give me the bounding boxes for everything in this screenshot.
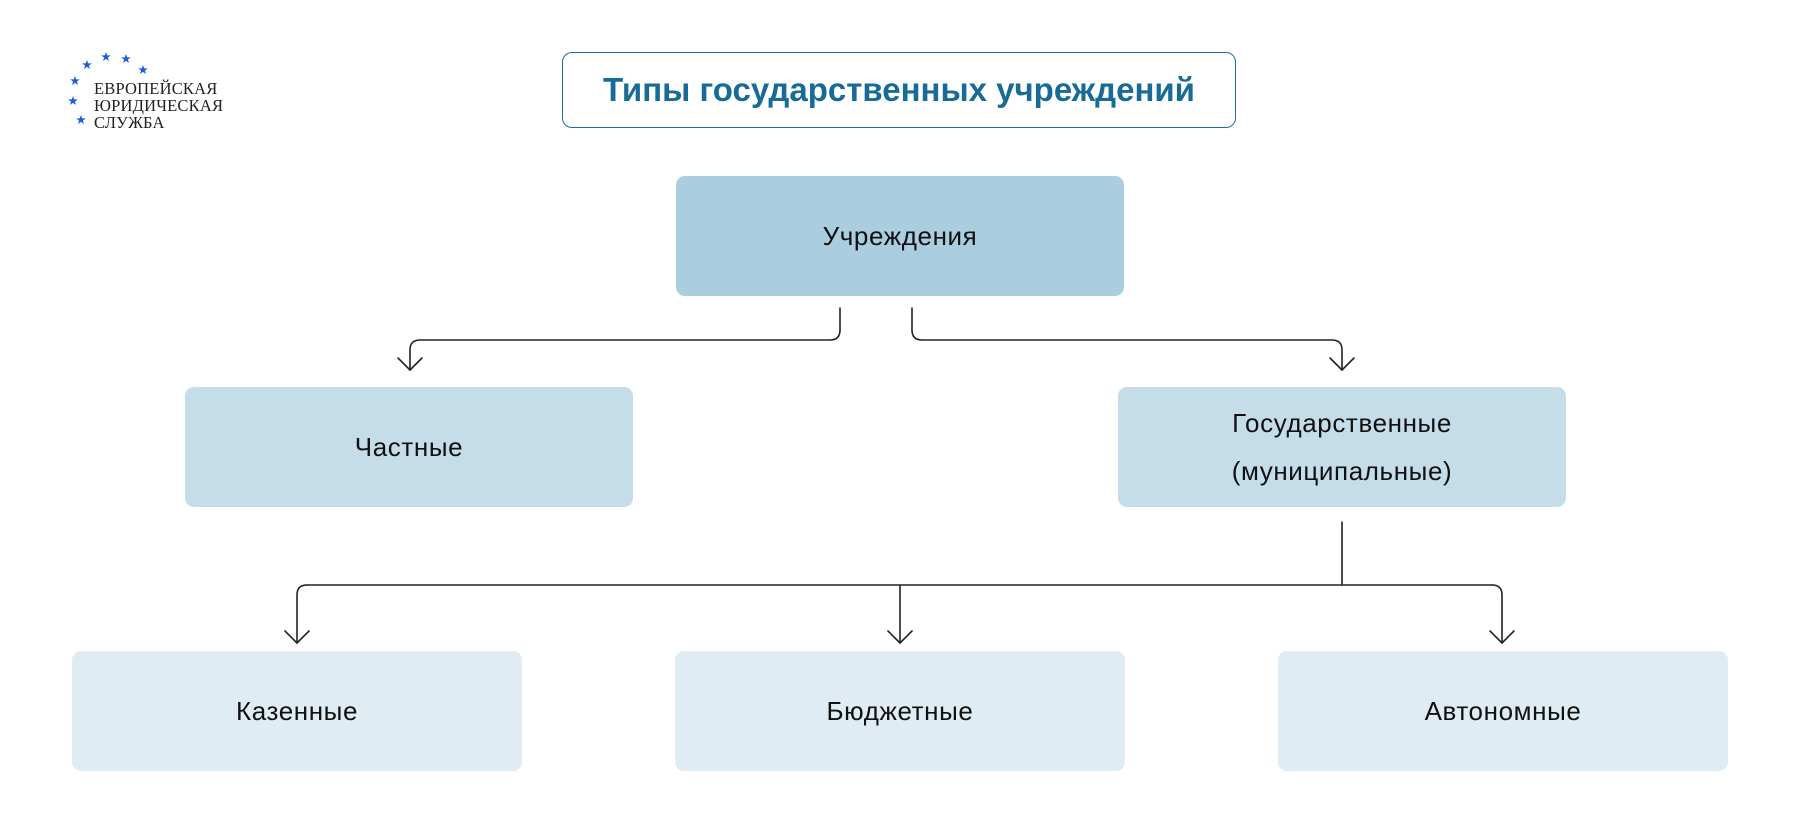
node-budgetnye: Бюджетные	[675, 651, 1125, 771]
arrowhead-private-icon	[397, 357, 423, 371]
node-label: Казенные	[235, 695, 359, 726]
connector-to-avtonomnye	[1491, 584, 1503, 644]
node-label-line1: Государственные	[1232, 408, 1452, 438]
connector-to-kazennye	[296, 584, 308, 644]
node-label: Бюджетные	[826, 695, 974, 726]
node-institutions: Учреждения	[676, 176, 1124, 296]
logo-line: ЕВРОПЕЙСКАЯ	[94, 79, 218, 98]
diagram-title: Типы государственных учреждений	[562, 52, 1236, 128]
node-state-municipal: Государственные (муниципальные)	[1118, 387, 1566, 507]
node-label: Учреждения	[822, 220, 978, 251]
node-private: Частные	[185, 387, 633, 507]
arrowhead-avtonomnye-icon	[1489, 630, 1515, 644]
connector-root-to-private	[409, 307, 841, 371]
node-avtonomnye: Автономные	[1278, 651, 1728, 771]
arrowhead-state-icon	[1329, 357, 1355, 371]
node-label-line2: (муниципальные)	[1231, 456, 1453, 486]
logo-line: СЛУЖБА	[94, 113, 165, 132]
logo-text: ЕВРОПЕЙСКАЯ ЮРИДИЧЕСКАЯ СЛУЖБА	[94, 80, 223, 131]
logo-line: ЮРИДИЧЕСКАЯ	[94, 96, 224, 115]
arrowhead-budgetnye-icon	[887, 630, 913, 644]
arrowhead-kazennye-icon	[284, 630, 310, 644]
node-kazennye: Казенные	[72, 651, 522, 771]
logo: ЕВРОПЕЙСКАЯ ЮРИДИЧЕСКАЯ СЛУЖБА	[66, 50, 256, 136]
node-label: Частные	[354, 431, 464, 462]
node-label: Автономные	[1424, 695, 1582, 726]
connector-root-to-state	[911, 307, 1343, 371]
stars-arc-icon	[68, 52, 148, 124]
